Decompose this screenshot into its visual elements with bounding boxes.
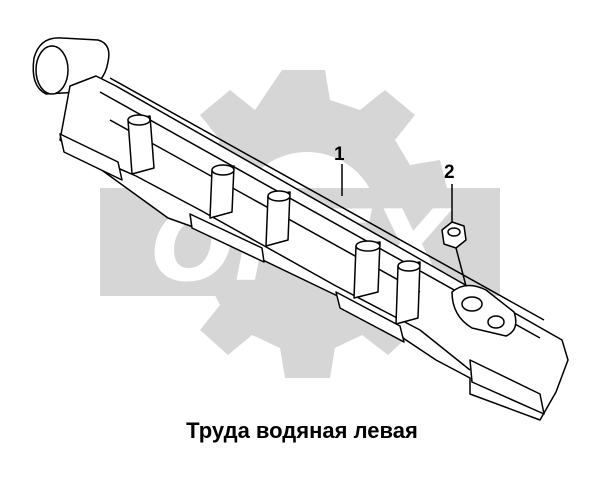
pipe-inlet-opening — [35, 45, 69, 95]
outlet-flange — [451, 284, 545, 415]
callout-2: 2 — [444, 162, 455, 183]
diagram-caption: Труда водяная левая — [186, 418, 418, 443]
boss-4 — [353, 240, 381, 299]
boss-2 — [209, 164, 235, 219]
boss-3 — [189, 190, 291, 263]
boss-1 — [59, 114, 155, 181]
leader-line-2b — [455, 247, 467, 287]
leaders — [341, 164, 467, 287]
pipe-bottom-edge — [71, 147, 471, 371]
callout-1: 1 — [334, 144, 345, 165]
boss-5 — [335, 260, 421, 343]
water-pipe — [32, 37, 569, 421]
